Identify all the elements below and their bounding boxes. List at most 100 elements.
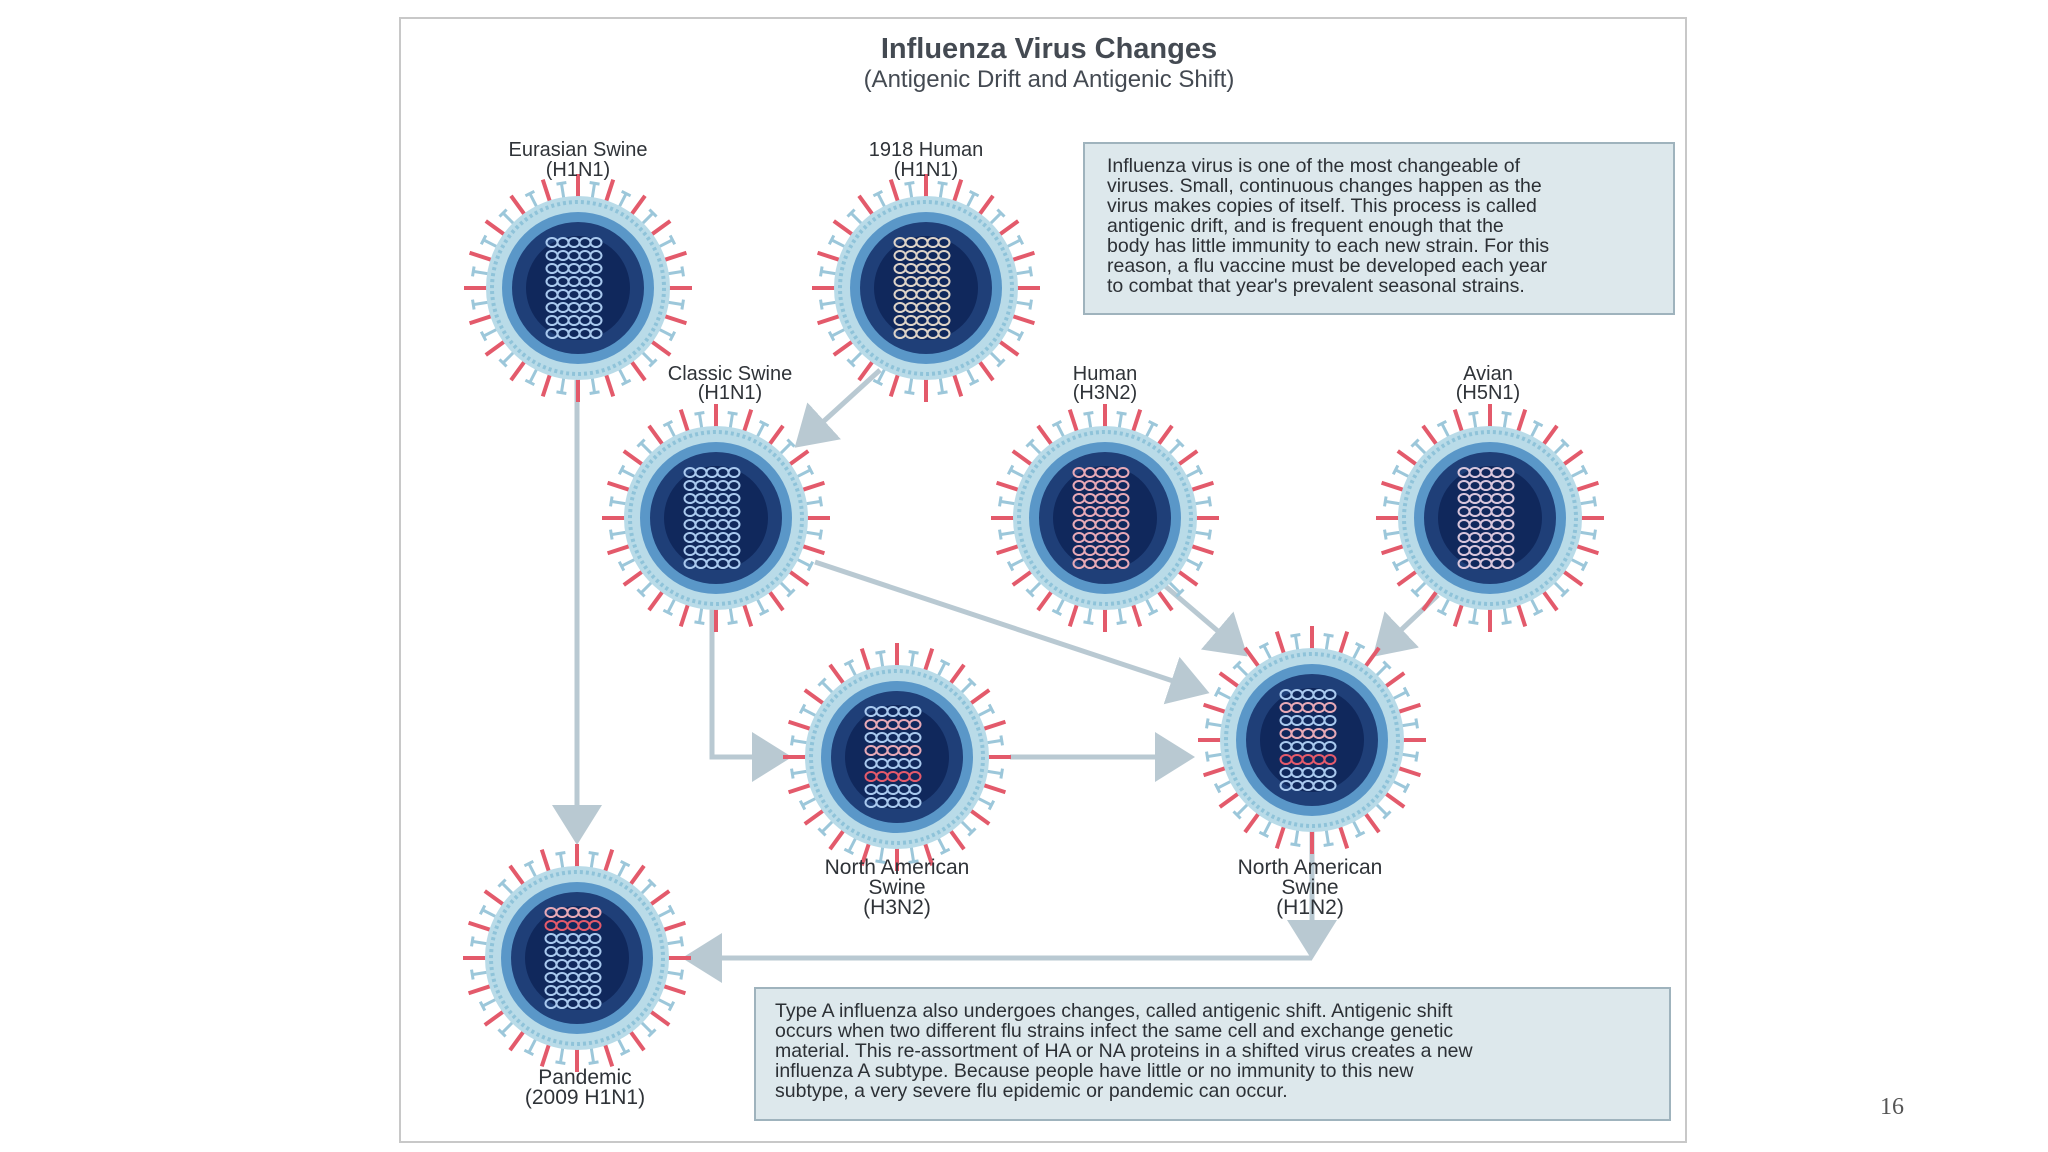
rna-segment <box>544 933 602 944</box>
neuraminidase-cap <box>968 378 980 387</box>
hemagglutinin-spike <box>967 807 991 826</box>
neuraminidase-cap <box>524 378 536 387</box>
rna-coil <box>727 480 741 491</box>
rna-coil <box>1116 480 1130 491</box>
label-na-swine-h1n2: North American <box>1238 856 1383 879</box>
neuraminidase-cap <box>1175 438 1185 448</box>
neuraminidase-cap <box>1592 496 1597 507</box>
rna-coil <box>727 467 741 478</box>
virus-core-inner <box>845 705 949 809</box>
hemagglutinin-spike <box>976 194 995 218</box>
rna-segment <box>864 758 922 769</box>
neuraminidase-cap <box>524 189 536 198</box>
rna-coil <box>588 985 602 996</box>
rna-coil <box>1501 558 1515 569</box>
virus-core-inner <box>1053 466 1157 570</box>
hemagglutinin-spike <box>483 889 507 908</box>
neuraminidase-cap <box>786 438 796 448</box>
shift-line-3: material. This re-assortment of HA or NA… <box>775 1040 1474 1062</box>
hemagglutinin-spike <box>484 219 508 238</box>
rna-segment <box>1457 467 1515 478</box>
neuraminidase-cap <box>727 411 738 416</box>
hemagglutinin-spike <box>922 647 935 674</box>
rna-coil <box>908 797 922 808</box>
neuraminidase-cap <box>619 859 631 868</box>
neuraminidase-cap <box>498 208 508 218</box>
lipid-membrane <box>838 200 1014 376</box>
rna-segment <box>545 315 603 326</box>
hemagglutinin-spike <box>947 827 966 851</box>
neuraminidase-cap <box>619 1048 631 1057</box>
hemagglutinin-spike <box>1396 568 1420 587</box>
rna-coil <box>908 732 922 743</box>
rna-coil <box>588 933 602 944</box>
label-avian: Avian <box>1463 363 1513 385</box>
rna-coil <box>937 276 951 287</box>
hemagglutinin-spike <box>647 424 666 448</box>
neuraminidase-cap <box>1083 620 1094 625</box>
neuraminidase-cap <box>827 234 836 246</box>
hemagglutinin-spike <box>540 178 553 205</box>
neuraminidase-cap <box>471 266 476 277</box>
rna-coil <box>1501 480 1515 491</box>
neuraminidase-cap <box>999 735 1004 746</box>
neuraminidase-cap <box>662 419 674 428</box>
neuraminidase-cap <box>1580 464 1589 476</box>
neuraminidase-cap <box>846 208 856 218</box>
neuraminidase-cap <box>620 189 632 198</box>
rna-segment <box>1457 532 1515 543</box>
neuraminidase-cap <box>908 650 919 655</box>
rna-coil <box>589 263 603 274</box>
hemagglutinin-spike <box>1274 630 1287 657</box>
hemagglutinin-spike <box>1560 568 1584 587</box>
neuraminidase-cap <box>1290 633 1301 638</box>
neuraminidase-cap <box>478 904 487 916</box>
neuraminidase-cap <box>1083 411 1094 416</box>
label-eurasian-swine: Eurasian Swine <box>509 139 648 161</box>
neuraminidase-cap <box>996 358 1006 368</box>
neuraminidase-cap <box>758 608 770 617</box>
rna-coil <box>589 237 603 248</box>
neuraminidase-cap <box>843 847 855 856</box>
neuraminidase-cap <box>1468 620 1479 625</box>
hemagglutinin-spike <box>1243 810 1262 834</box>
neuraminidase-cap <box>556 390 567 395</box>
rna-segment <box>545 237 603 248</box>
arrow-classic-to-nash1n2 <box>814 559 1210 705</box>
rna-segment <box>1072 493 1130 504</box>
neuraminidase-cap <box>1402 782 1411 794</box>
hemagglutinin-spike <box>787 782 814 795</box>
rna-coil <box>588 972 602 983</box>
neuraminidase-cap <box>1391 560 1400 572</box>
neuraminidase-cap <box>1116 411 1127 416</box>
figure-subtitle: (Antigenic Drift and Antigenic Shift) <box>864 66 1235 93</box>
neuraminidase-cap <box>1436 608 1448 617</box>
neuraminidase-cap <box>648 358 658 368</box>
rna-segment <box>683 558 741 569</box>
neuraminidase-cap <box>479 330 488 342</box>
hemagglutinin-spike <box>786 568 810 587</box>
rna-segment <box>544 920 602 931</box>
neuraminidase-cap <box>1391 464 1400 476</box>
page-number: 16 <box>1880 1094 1904 1120</box>
drift-line-7: to combat that year's prevalent seasonal… <box>1107 275 1525 297</box>
hemagglutinin-spike <box>1067 601 1080 628</box>
hemagglutinin-spike <box>539 1041 552 1068</box>
hemagglutinin-spike <box>857 194 876 218</box>
label-na-swine-h1n2-subtype: (H1N2) <box>1276 896 1344 919</box>
virus-nash1n2 <box>1198 626 1426 854</box>
neuraminidase-cap <box>667 904 676 916</box>
hemagglutinin-spike <box>951 371 964 398</box>
hemagglutinin-spike <box>832 338 856 357</box>
label-human-subtype: (H3N2) <box>1073 382 1137 404</box>
rna-segment <box>893 302 951 313</box>
hemagglutinin-spike <box>660 983 687 996</box>
neuraminidase-cap <box>1382 810 1392 820</box>
rna-segment <box>1457 519 1515 530</box>
neuraminidase-cap <box>818 529 823 540</box>
neuraminidase-cap <box>1258 641 1270 650</box>
lipid-membrane <box>628 430 804 606</box>
hemagglutinin-spike <box>1009 313 1036 326</box>
neuraminidase-cap <box>968 189 980 198</box>
